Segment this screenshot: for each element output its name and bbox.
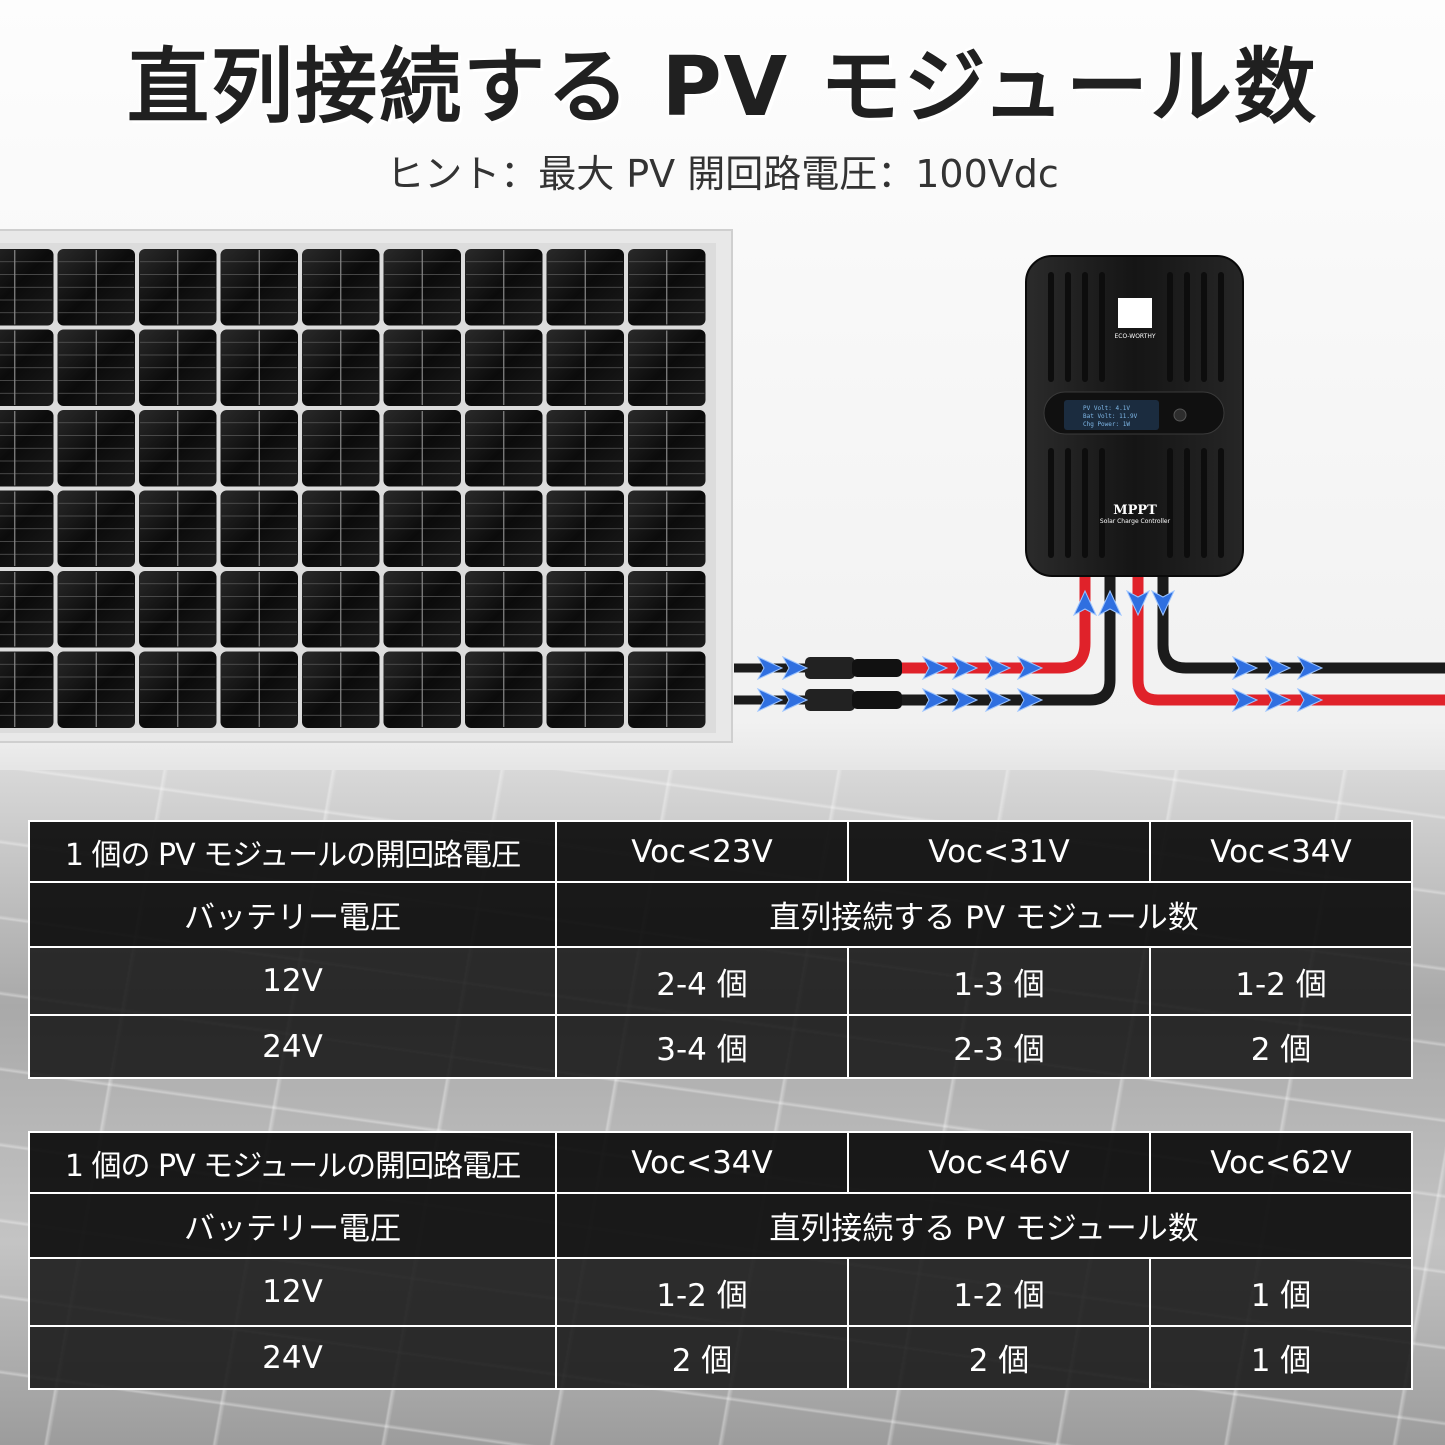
system-illustration: PV Volt: 4.1V Bat Volt: 11.9V Chg Power:… — [0, 229, 1445, 743]
svg-text:Bat Volt: 11.9V: Bat Volt: 11.9V — [1083, 413, 1138, 420]
table-row: バッテリー電圧 直列接続する PV モジュール数 — [28, 1192, 1413, 1259]
charge-controller: PV Volt: 4.1V Bat Volt: 11.9V Chg Power:… — [1025, 255, 1244, 577]
table-cell: 2-3 個 — [847, 1014, 1151, 1079]
table-cell: 3-4 個 — [555, 1014, 849, 1079]
table-cell: 1 個 — [1149, 1257, 1413, 1327]
product-label: Solar Charge Controller — [1100, 518, 1171, 525]
table-cell: 1-2 個 — [1149, 946, 1413, 1016]
table-cell: 1-2 個 — [555, 1257, 849, 1327]
mppt-label: MPPT — [1113, 503, 1157, 518]
voc-column-header: Voc<23V — [555, 820, 849, 883]
module-count-label: 直列接続する PV モジュール数 — [555, 1192, 1413, 1259]
table-row: 24V 3-4 個 2-3 個 2 個 — [28, 1014, 1413, 1079]
voc-column-header: Voc<34V — [1149, 820, 1413, 883]
module-voc-label: 1 個の PV モジュールの開回路電圧 — [28, 820, 557, 883]
voc-column-header: Voc<46V — [847, 1131, 1151, 1194]
table-cell: 1-3 個 — [847, 946, 1151, 1016]
table-cell: 1-2 個 — [847, 1257, 1151, 1327]
table-row: バッテリー電圧 直列接続する PV モジュール数 — [28, 881, 1413, 948]
battery-voltage-cell: 24V — [28, 1014, 557, 1079]
svg-text:PV Volt: 4.1V: PV Volt: 4.1V — [1083, 405, 1130, 412]
hint-subtitle: ヒント：最大 PV 開回路電圧：100Vdc — [386, 152, 1059, 196]
series-table-2: 1 個の PV モジュールの開回路電圧 Voc<34V Voc<46V Voc<… — [28, 1131, 1413, 1390]
current-flow-arrows — [756, 589, 1324, 713]
table-cell: 2 個 — [1149, 1014, 1413, 1079]
svg-text:Chg Power: 1W: Chg Power: 1W — [1083, 421, 1130, 428]
table-row: 24V 2 個 2 個 1 個 — [28, 1325, 1413, 1390]
table-row: 1 個の PV モジュールの開回路電圧 Voc<23V Voc<31V Voc<… — [28, 820, 1413, 883]
module-voc-label: 1 個の PV モジュールの開回路電圧 — [28, 1131, 557, 1194]
table-cell: 2 個 — [555, 1325, 849, 1390]
solar-panel — [0, 229, 733, 743]
page-title: 直列接続する PV モジュール数 — [127, 40, 1318, 135]
table-row: 12V 1-2 個 1-2 個 1 個 — [28, 1257, 1413, 1327]
battery-voltage-label: バッテリー電圧 — [28, 881, 557, 948]
battery-voltage-cell: 12V — [28, 946, 557, 1016]
table-cell: 2 個 — [847, 1325, 1151, 1390]
table-cell: 1 個 — [1149, 1325, 1413, 1390]
table-row: 12V 2-4 個 1-3 個 1-2 個 — [28, 946, 1413, 1016]
battery-voltage-label: バッテリー電圧 — [28, 1192, 557, 1259]
brand-label: ECO-WORTHY — [1114, 333, 1155, 340]
voc-column-header: Voc<34V — [555, 1131, 849, 1194]
voc-column-header: Voc<31V — [847, 820, 1151, 883]
cables — [734, 575, 1445, 711]
battery-voltage-cell: 12V — [28, 1257, 557, 1327]
table-row: 1 個の PV モジュールの開回路電圧 Voc<34V Voc<46V Voc<… — [28, 1131, 1413, 1194]
table-cell: 2-4 個 — [555, 946, 849, 1016]
voc-column-header: Voc<62V — [1149, 1131, 1413, 1194]
battery-voltage-cell: 24V — [28, 1325, 557, 1390]
module-count-label: 直列接続する PV モジュール数 — [555, 881, 1413, 948]
series-table-1: 1 個の PV モジュールの開回路電圧 Voc<23V Voc<31V Voc<… — [28, 820, 1413, 1079]
